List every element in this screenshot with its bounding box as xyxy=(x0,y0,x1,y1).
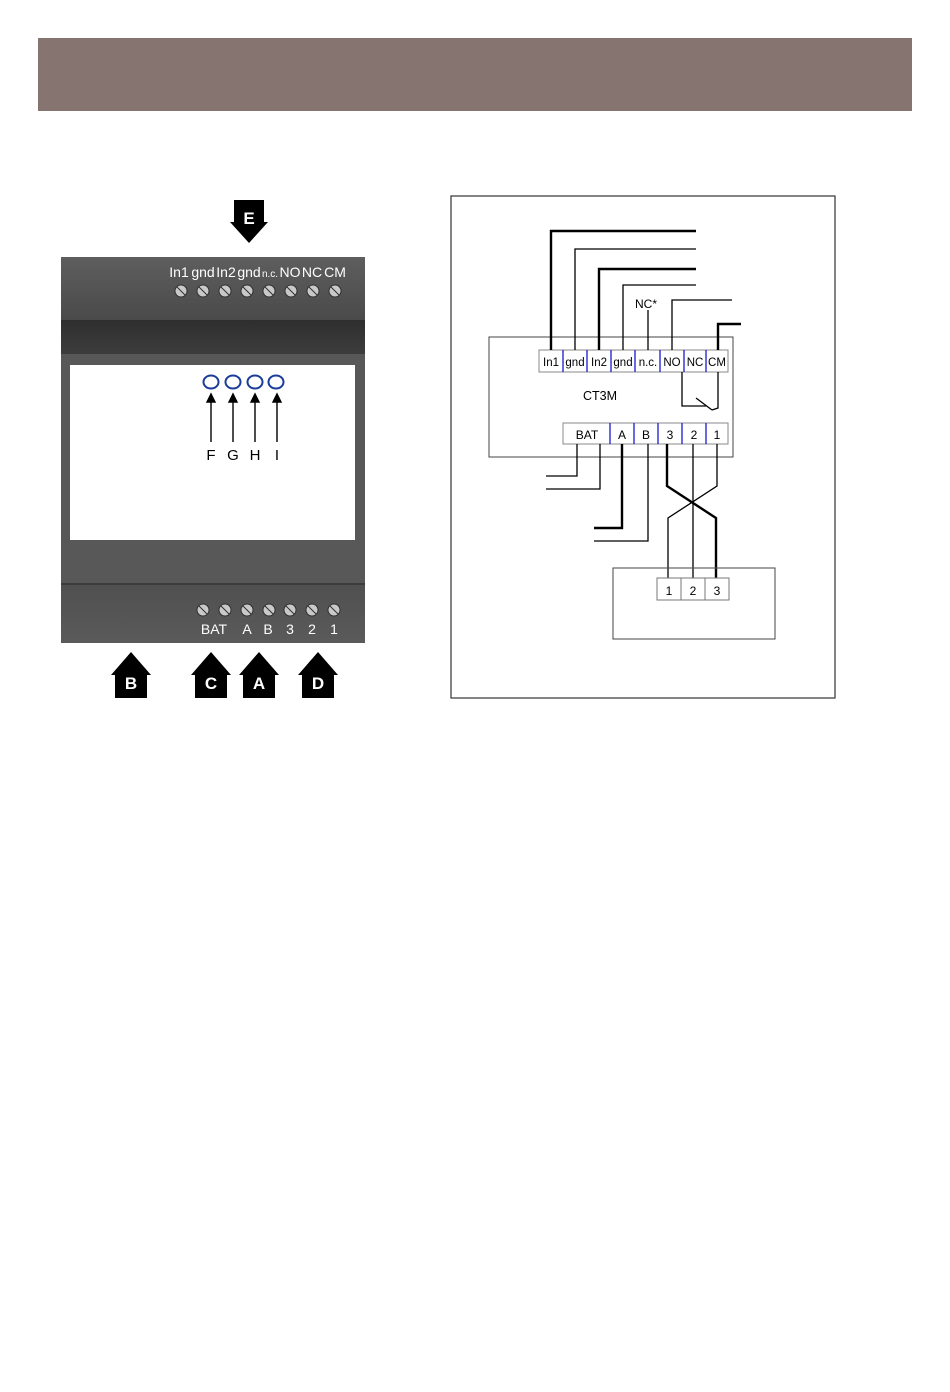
sub-unit-label: 1 xyxy=(666,584,673,598)
module-top-label: NO xyxy=(663,357,680,369)
sub-unit-label: 3 xyxy=(714,584,721,598)
module-bottom-label: BAT xyxy=(576,428,599,442)
nc-note: NC* xyxy=(635,297,657,311)
module-top-label: n.c. xyxy=(639,357,658,369)
module-bottom-label: 1 xyxy=(714,428,721,442)
module-top-label: In2 xyxy=(591,357,607,369)
module-top-label: gnd xyxy=(613,357,632,369)
sub-unit-label: 2 xyxy=(690,584,697,598)
top-input-wires xyxy=(551,231,741,350)
crossover-wires xyxy=(667,444,717,578)
module-top-label: NC xyxy=(687,357,704,369)
module-top-terminals: In1 gnd In2 gnd n.c. NO NC CM xyxy=(539,350,728,372)
module-bottom-label: 3 xyxy=(667,428,674,442)
module-top-label: CM xyxy=(708,357,726,369)
module-bottom-terminals: BAT A B 3 2 1 xyxy=(563,423,728,444)
relay-contact xyxy=(682,372,718,410)
module-top-label: In1 xyxy=(543,357,559,369)
schematic-frame xyxy=(451,196,835,698)
module-label: CT3M xyxy=(583,389,617,403)
module-bottom-label: A xyxy=(618,428,626,442)
module-bottom-label: B xyxy=(642,428,650,442)
sub-unit-terminals: 1 2 3 xyxy=(657,578,729,600)
module-top-label: gnd xyxy=(565,357,584,369)
bottom-wires xyxy=(546,444,648,541)
module-bottom-label: 2 xyxy=(691,428,698,442)
